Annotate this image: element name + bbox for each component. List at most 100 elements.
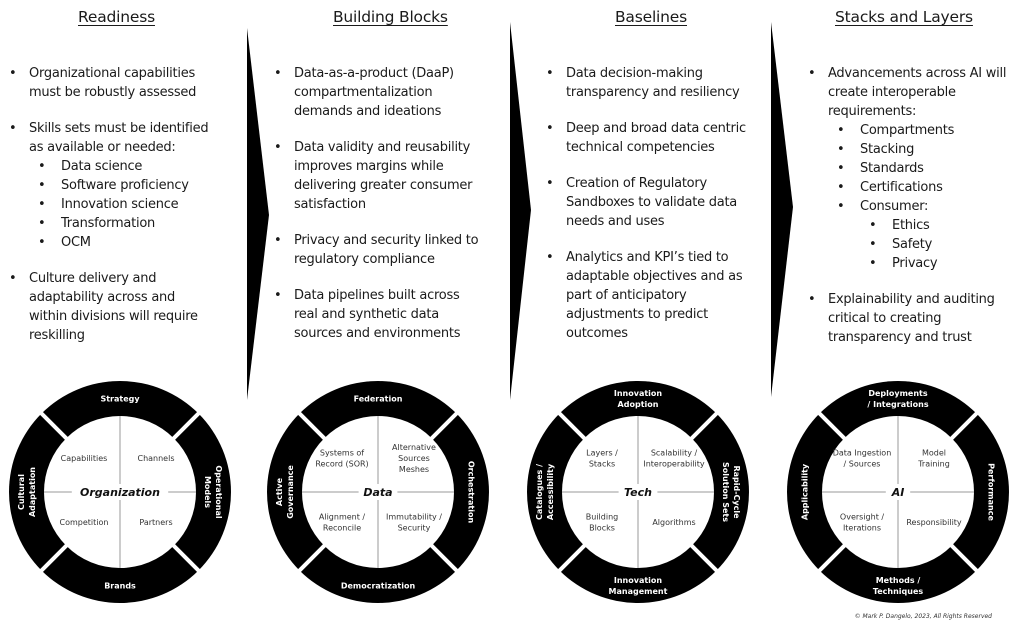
ring-separator (170, 542, 202, 574)
bullet-line: Sandboxes to validate data (566, 195, 738, 210)
quadrant-label-top-left-line: Record (SOR) (315, 459, 368, 468)
quadrant-label-top-left: Capabilities (61, 454, 108, 463)
ring-label-right-line: Orchestration (467, 461, 476, 524)
ring-label-bottom: Democratization (341, 581, 416, 590)
ring-label-top: Strategy (100, 394, 140, 403)
ring-separator (428, 542, 460, 574)
chevron-arrow-icon (510, 22, 531, 400)
chevron-arrow-icon (771, 22, 793, 397)
sub-bullet-item: Certifications (828, 178, 1024, 197)
ring-label-bottom-line: Methods / (876, 576, 921, 585)
bullet-line: delivering greater consumer (294, 178, 473, 193)
bullet-line: part of anticipatory (566, 288, 687, 303)
ring-label-top-line: / Integrations (867, 400, 928, 409)
ring-label-right: Orchestration (467, 461, 476, 524)
bullet-line: Advancements across AI will (828, 66, 1007, 81)
quadrant-label-bottom-left: Alignment /Reconcile (319, 512, 366, 532)
sub-bullet-item: Compartments (828, 121, 1024, 140)
quadrant-label-bottom-right-line: Partners (139, 518, 172, 527)
bullet-item: Data decision-making transparency and re… (544, 64, 774, 102)
quadrant-label-top-left-line: Layers / (586, 448, 618, 457)
center-label-line: Data (363, 486, 392, 499)
column-title: Baselines (615, 8, 687, 26)
bullet-line: satisfaction (294, 197, 366, 212)
sub-sub-bullet-item: Safety (860, 235, 1024, 254)
bullet-item: Skills sets must be identified as availa… (7, 119, 242, 252)
center-label: Organization (80, 486, 160, 499)
ring-label-top: Federation (354, 394, 403, 403)
ring-label-bottom: Brands (104, 581, 136, 590)
quadrant-label-bottom-right-line: Responsibility (906, 518, 962, 527)
sub-sub-bullet-list: Ethics Safety Privacy (860, 216, 1024, 273)
quadrant-label-bottom-left-line: Building (586, 512, 618, 521)
ring-separator (816, 410, 848, 442)
ring-separator (38, 410, 70, 442)
bullet-line: Creation of Regulatory (566, 176, 707, 191)
ring-label-right: Rapid-CycleSolution Sets (722, 462, 742, 522)
ring-separator (816, 542, 848, 574)
quadrant-label-bottom-left-line: Blocks (589, 523, 615, 532)
quadrant-label-bottom-left-line: Alignment / (319, 512, 366, 521)
quadrant-label-top-right-line: Channels (137, 454, 174, 463)
quadrant-label-top-right-line: Scalability / (651, 448, 698, 457)
quadrant-label-top-left-line: / Sources (844, 459, 881, 468)
sub-bullet-item: Transformation (29, 214, 242, 233)
ring-label-top-line: Strategy (100, 394, 140, 403)
ring-label-right-line: Solution Sets (722, 462, 731, 522)
ring-separator (38, 542, 70, 574)
bullet-line: compartmentalization (294, 85, 433, 100)
center-label: AI (891, 486, 905, 499)
bullet-line: transparency and trust (828, 330, 972, 345)
bullet-line: Deep and broad data centric (566, 121, 746, 136)
ring-separator (296, 410, 328, 442)
bullet-line: requirements: (828, 104, 917, 119)
center-label-line: Organization (80, 486, 160, 499)
ring-label-left: Catalogues /Accessibility (535, 463, 555, 520)
bullet-line: Culture delivery and (29, 271, 157, 286)
quadrant-label-top-left: Layers /Stacks (586, 448, 618, 468)
ring-separator (948, 542, 980, 574)
ring-label-top-line: Adoption (618, 400, 659, 409)
bullet-line: create interoperable (828, 85, 956, 100)
ring-label-right-line: Rapid-Cycle (733, 465, 742, 519)
center-label-line: Tech (624, 486, 652, 499)
center-label-bg (358, 484, 398, 500)
bullet-list: Organizational capabilities must be robu… (7, 64, 242, 362)
bullet-item: Culture delivery and adaptability across… (7, 269, 242, 345)
ring-label-top-line: Federation (354, 394, 403, 403)
bullet-line: Skills sets must be identified (29, 121, 209, 136)
ring-separator (688, 542, 720, 574)
ring-label-left-line: Catalogues / (535, 464, 544, 520)
quadrant-label-bottom-right: Partners (139, 518, 172, 527)
sub-bullet-text: Consumer: (860, 199, 929, 214)
bullet-line: Privacy and security linked to (294, 233, 479, 248)
sub-bullet-item: Stacking (828, 140, 1024, 159)
bullet-line: transparency and resiliency (566, 85, 740, 100)
bullet-line: must be robustly assessed (29, 85, 197, 100)
ring-separator (556, 410, 588, 442)
bullet-item: Data pipelines built across real and syn… (272, 286, 507, 343)
chevron-arrow-icon (247, 28, 269, 400)
ring-label-bottom: Methods /Techniques (873, 576, 924, 596)
copyright-footer: © Mark P. Dangelo, 2023, All Rights Rese… (854, 613, 992, 620)
bullet-line: as available or needed: (29, 140, 176, 155)
ring-label-bottom-line: Brands (104, 581, 136, 590)
center-label: Tech (624, 486, 652, 499)
center-label-bg (618, 484, 658, 500)
ring-label-left-line: Active (275, 477, 284, 506)
bullet-list: Data-as-a-product (DaaP) compartmentaliz… (272, 64, 507, 360)
bullet-line: Data pipelines built across (294, 288, 460, 303)
quadrant-label-top-left: Data Ingestion/ Sources (833, 448, 892, 468)
sub-bullet-item: OCM (29, 233, 242, 252)
bullet-line: needs and uses (566, 214, 665, 229)
